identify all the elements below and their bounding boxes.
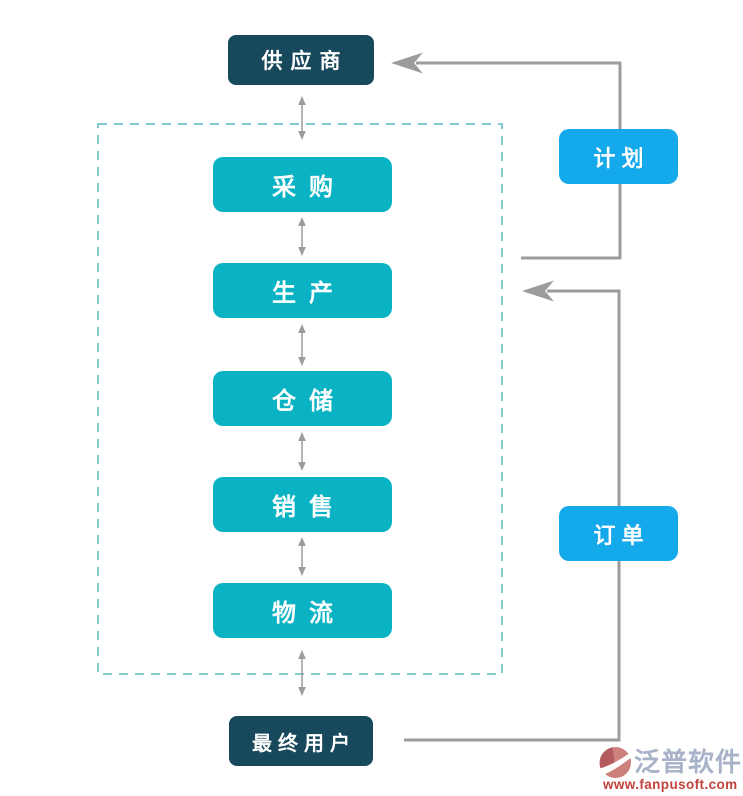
double-arrow-supplier-procurement <box>298 96 306 140</box>
supplier-node: 供应商 <box>228 35 374 85</box>
plan-node: 计划 <box>559 129 678 184</box>
procurement-label: 采购 <box>272 174 346 201</box>
process-node-procurement: 采购 <box>213 157 392 212</box>
double-arrow-warehousing-sales <box>298 432 306 471</box>
order-label: 订单 <box>593 522 650 548</box>
end-user-node: 最终用户 <box>229 716 373 766</box>
dashed-boundary-box <box>97 123 503 675</box>
double-arrow-production-warehousing <box>298 324 306 366</box>
order-left-arrowhead-icon <box>522 280 554 302</box>
sales-label: 销售 <box>272 494 346 521</box>
plan-left-arrowhead-icon <box>391 52 423 74</box>
end-user-label: 最终用户 <box>252 732 356 755</box>
logistics-label: 物流 <box>272 600 346 627</box>
double-arrow-sales-logistics <box>298 537 306 576</box>
double-arrow-procurement-production <box>298 217 306 256</box>
warehousing-label: 仓储 <box>272 388 346 415</box>
brand-url: www.fanpusoft.com <box>603 777 738 792</box>
process-node-logistics: 物流 <box>213 583 392 638</box>
process-node-sales: 销售 <box>213 477 392 532</box>
plan-label: 计划 <box>593 145 650 171</box>
fanpu-watermark: 泛普软件 www.fanpusoft.com <box>599 745 743 792</box>
brand-name: 泛普软件 <box>634 747 743 777</box>
process-node-production: 生产 <box>213 263 392 318</box>
order-node: 订单 <box>559 506 678 561</box>
supplier-label: 供应商 <box>261 50 349 73</box>
fanpu-logo-icon <box>599 746 632 778</box>
double-arrow-logistics-enduser <box>298 650 306 696</box>
production-label: 生产 <box>272 280 346 307</box>
process-node-warehousing: 仓储 <box>213 371 392 426</box>
